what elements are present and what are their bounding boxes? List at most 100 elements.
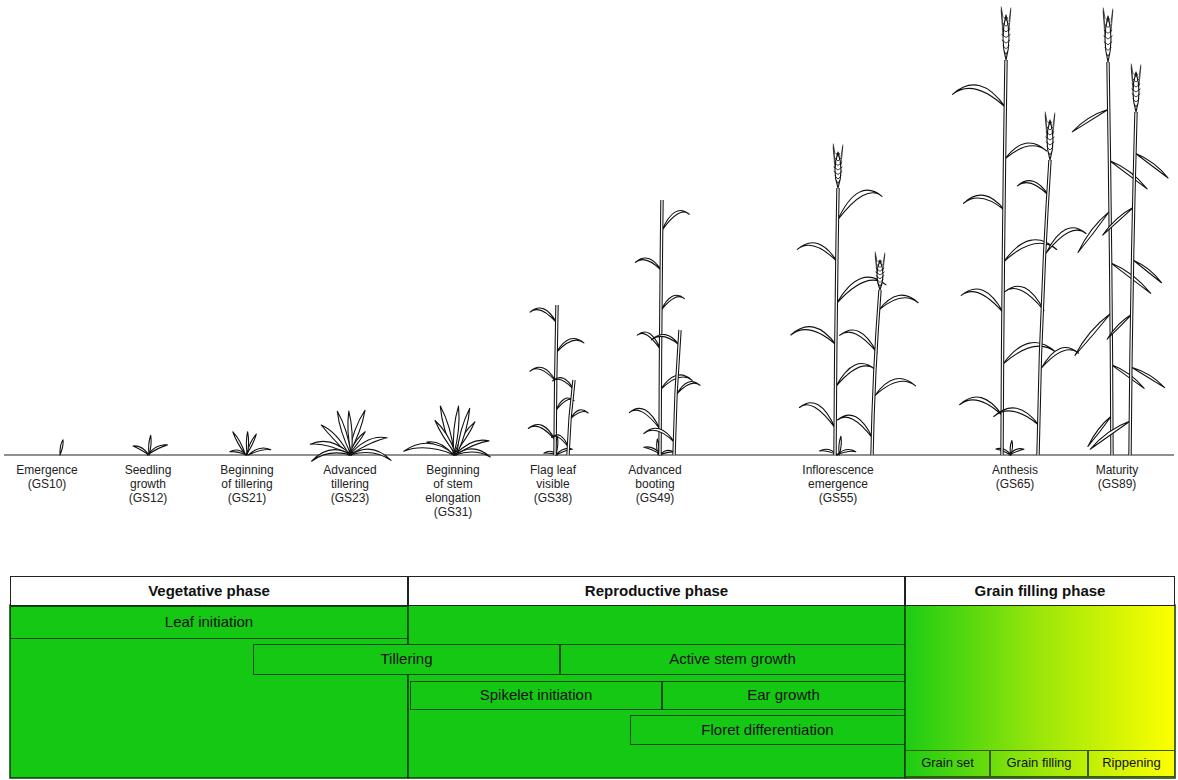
ear-awns	[1001, 7, 1011, 35]
leaf	[791, 327, 836, 345]
leaf	[1132, 367, 1165, 387]
stem	[1002, 60, 1006, 455]
grain-bar: Grain filling	[990, 750, 1088, 777]
leaf	[530, 367, 556, 381]
leaf	[1005, 286, 1044, 310]
leaf	[1005, 143, 1047, 159]
leaf	[629, 408, 660, 429]
leaf	[879, 295, 918, 310]
stem	[568, 380, 574, 455]
stage-label: Seedling growth (GS12)	[116, 463, 180, 505]
stem	[660, 200, 662, 455]
leaf	[1072, 109, 1108, 132]
stem	[1002, 60, 1006, 455]
ear-spikelets	[1132, 74, 1140, 107]
leaf	[133, 446, 149, 455]
leaf	[246, 432, 248, 455]
ear-spikelets	[1104, 19, 1112, 57]
stem	[674, 330, 680, 455]
leaf	[60, 440, 63, 455]
leaf	[1017, 181, 1048, 196]
leaf	[839, 436, 842, 455]
stage-label: Beginning of stem elongation (GS31)	[421, 463, 485, 519]
process-bar: Floret differentiation	[630, 715, 905, 745]
leaf	[635, 258, 661, 270]
phase-header: Vegetative phase	[10, 576, 408, 606]
leaf	[637, 332, 661, 350]
leaf	[994, 408, 1039, 426]
leaf	[799, 403, 835, 429]
leaf	[149, 435, 152, 455]
bar-text: Vegetative phase	[148, 583, 270, 600]
stage-label: Flag leaf visible (GS38)	[521, 463, 585, 505]
phase-column	[10, 605, 408, 778]
ear-awns	[1045, 112, 1055, 138]
leaf	[404, 443, 455, 455]
leaf	[838, 415, 873, 438]
leaf	[1090, 421, 1130, 450]
leaf	[1004, 240, 1057, 262]
leaf	[644, 428, 675, 442]
bar-text: Reproductive phase	[585, 583, 728, 600]
leaf	[312, 450, 351, 462]
leaf	[1135, 153, 1168, 178]
ear-spikelets	[1046, 122, 1054, 155]
bar-text: Floret differentiation	[701, 722, 833, 739]
leaf	[960, 397, 1003, 415]
stem	[674, 330, 680, 455]
ear-awns	[1131, 64, 1141, 90]
stem	[1108, 62, 1112, 455]
stem	[1038, 160, 1050, 455]
phase-column	[905, 605, 1175, 778]
ear-awns	[833, 144, 843, 168]
stage-label: Advanced booting (GS49)	[623, 463, 687, 505]
stage-label: Maturity (GS89)	[1085, 463, 1149, 491]
leaf	[964, 195, 1005, 210]
stage-label: Inflorescence emergence (GS55)	[795, 463, 881, 505]
leaf	[651, 334, 679, 345]
bar-text: Active stem growth	[669, 651, 796, 668]
bar-text: Grain set	[921, 756, 974, 770]
stem	[872, 290, 880, 455]
grain-bar: Rippening	[1088, 750, 1175, 777]
ear-awns	[875, 252, 885, 274]
process-bar: Leaf initiation	[10, 606, 408, 639]
stem	[835, 188, 838, 455]
stem	[872, 290, 880, 455]
leaf	[662, 211, 690, 231]
leaf	[556, 448, 573, 455]
stage-label: Anthesis (GS65)	[983, 463, 1047, 491]
process-bar: Ear growth	[662, 681, 905, 710]
leaf	[248, 448, 270, 455]
process-bar: Spikelet initiation	[410, 681, 662, 710]
leaf	[348, 410, 365, 455]
leaf	[552, 435, 569, 448]
bar-text: Spikelet initiation	[480, 687, 593, 704]
ear-spikelets	[1002, 18, 1010, 55]
leaf	[677, 382, 700, 394]
leaf	[553, 378, 574, 389]
stem	[568, 380, 574, 455]
phase-header: Reproductive phase	[408, 576, 905, 606]
stem	[1108, 62, 1112, 455]
stage-label: Emergence (GS10)	[15, 463, 79, 491]
leaf	[1042, 348, 1079, 368]
process-bar: Tillering	[253, 644, 560, 675]
stem	[1130, 112, 1136, 455]
stem	[660, 200, 662, 455]
bar-text: Rippening	[1102, 756, 1161, 770]
bar-text: Leaf initiation	[165, 614, 253, 631]
stage-label: Advanced tillering (GS23)	[318, 463, 382, 505]
phase-column	[408, 605, 905, 778]
leaf	[530, 308, 557, 323]
leaf	[571, 410, 588, 418]
leaf	[836, 363, 876, 386]
stem	[1130, 112, 1136, 455]
leaf	[1109, 160, 1147, 189]
process-bar: Active stem growth	[560, 644, 905, 675]
stem	[835, 188, 838, 455]
leaf	[953, 85, 1006, 108]
leaf	[1111, 365, 1144, 389]
leaf	[840, 330, 877, 353]
